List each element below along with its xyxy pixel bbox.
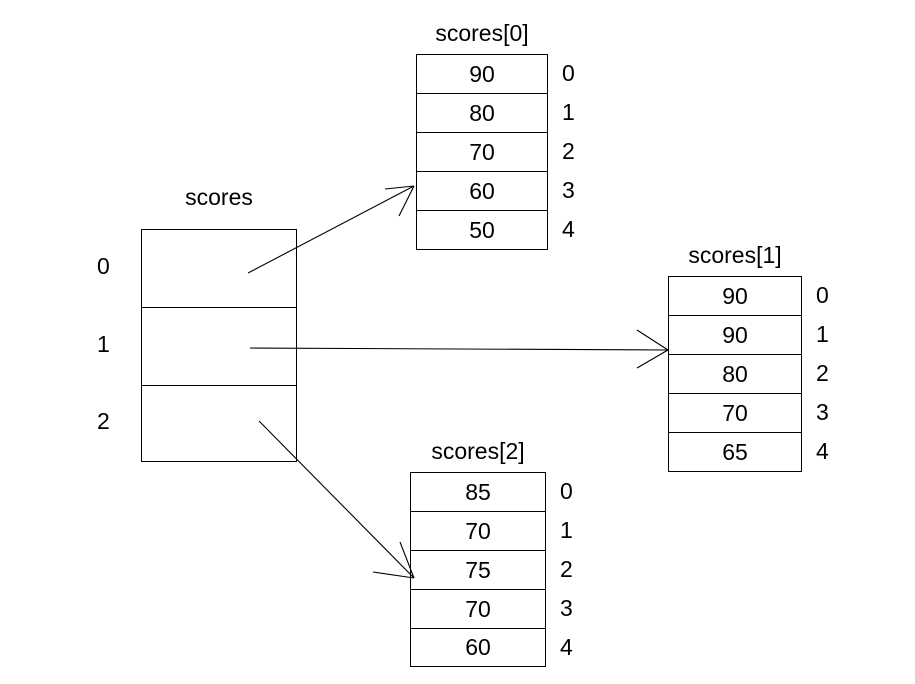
inner-array-1-box: 90 90 80 70 65 <box>668 276 802 472</box>
inner-array-0-index-2: 2 <box>562 138 575 164</box>
inner-array-0-cell-0[interactable]: 90 <box>417 55 547 94</box>
inner-array-0-cell-2[interactable]: 70 <box>417 133 547 172</box>
inner-array-2-index-1: 1 <box>560 517 573 543</box>
inner-array-0-title: scores[0] <box>435 20 529 46</box>
inner-array-1-cell-4[interactable]: 65 <box>722 438 748 465</box>
inner-array-0-index-4: 4 <box>562 216 575 242</box>
inner-array-0-cell-3[interactable]: 60 <box>417 172 547 211</box>
inner-array-1-index-4: 4 <box>816 438 829 464</box>
outer-array-cell-1[interactable] <box>142 308 296 386</box>
outer-array-index-2: 2 <box>97 408 110 434</box>
inner-array-2-index-0: 0 <box>560 478 573 504</box>
outer-array-box <box>141 229 297 462</box>
inner-array-1-index-2: 2 <box>816 360 829 386</box>
inner-array-1-cell-0[interactable]: 90 <box>669 277 801 316</box>
inner-array-2-index-3: 3 <box>560 595 573 621</box>
inner-array-1-index-1: 1 <box>816 321 829 347</box>
inner-array-1-index-3: 3 <box>816 399 829 425</box>
inner-array-1-title: scores[1] <box>688 242 782 268</box>
inner-array-0-cell-1[interactable]: 80 <box>417 94 547 133</box>
inner-array-2-index-4: 4 <box>560 634 573 660</box>
inner-array-2-cell-0[interactable]: 85 <box>411 473 545 512</box>
inner-array-2-index-2: 2 <box>560 556 573 582</box>
inner-array-2-cell-2[interactable]: 75 <box>411 551 545 590</box>
inner-array-0-box: 90 80 70 60 50 <box>416 54 548 250</box>
inner-array-0-index-1: 1 <box>562 99 575 125</box>
outer-array-cell-2[interactable] <box>142 386 296 461</box>
outer-array-index-1: 1 <box>97 331 110 357</box>
inner-array-0-index-3: 3 <box>562 177 575 203</box>
inner-array-1-index-0: 0 <box>816 282 829 308</box>
inner-array-2-box: 85 70 75 70 60 <box>410 472 546 667</box>
outer-array-index-0: 0 <box>97 253 110 279</box>
inner-array-1-cell-3[interactable]: 70 <box>669 394 801 433</box>
inner-array-2-cell-3[interactable]: 70 <box>411 590 545 629</box>
inner-array-1-cell-2[interactable]: 80 <box>669 355 801 394</box>
inner-array-2-cell-4[interactable]: 60 <box>465 634 491 660</box>
inner-array-1-cell-1[interactable]: 90 <box>669 316 801 355</box>
pointer-arrow-1 <box>249 329 669 369</box>
outer-array-title: scores <box>185 184 253 210</box>
outer-array-cell-0[interactable] <box>142 230 296 308</box>
inner-array-2-cell-1[interactable]: 70 <box>411 512 545 551</box>
inner-array-2-title: scores[2] <box>431 438 525 464</box>
inner-array-0-cell-4[interactable]: 50 <box>469 216 495 243</box>
inner-array-0-index-0: 0 <box>562 60 575 86</box>
